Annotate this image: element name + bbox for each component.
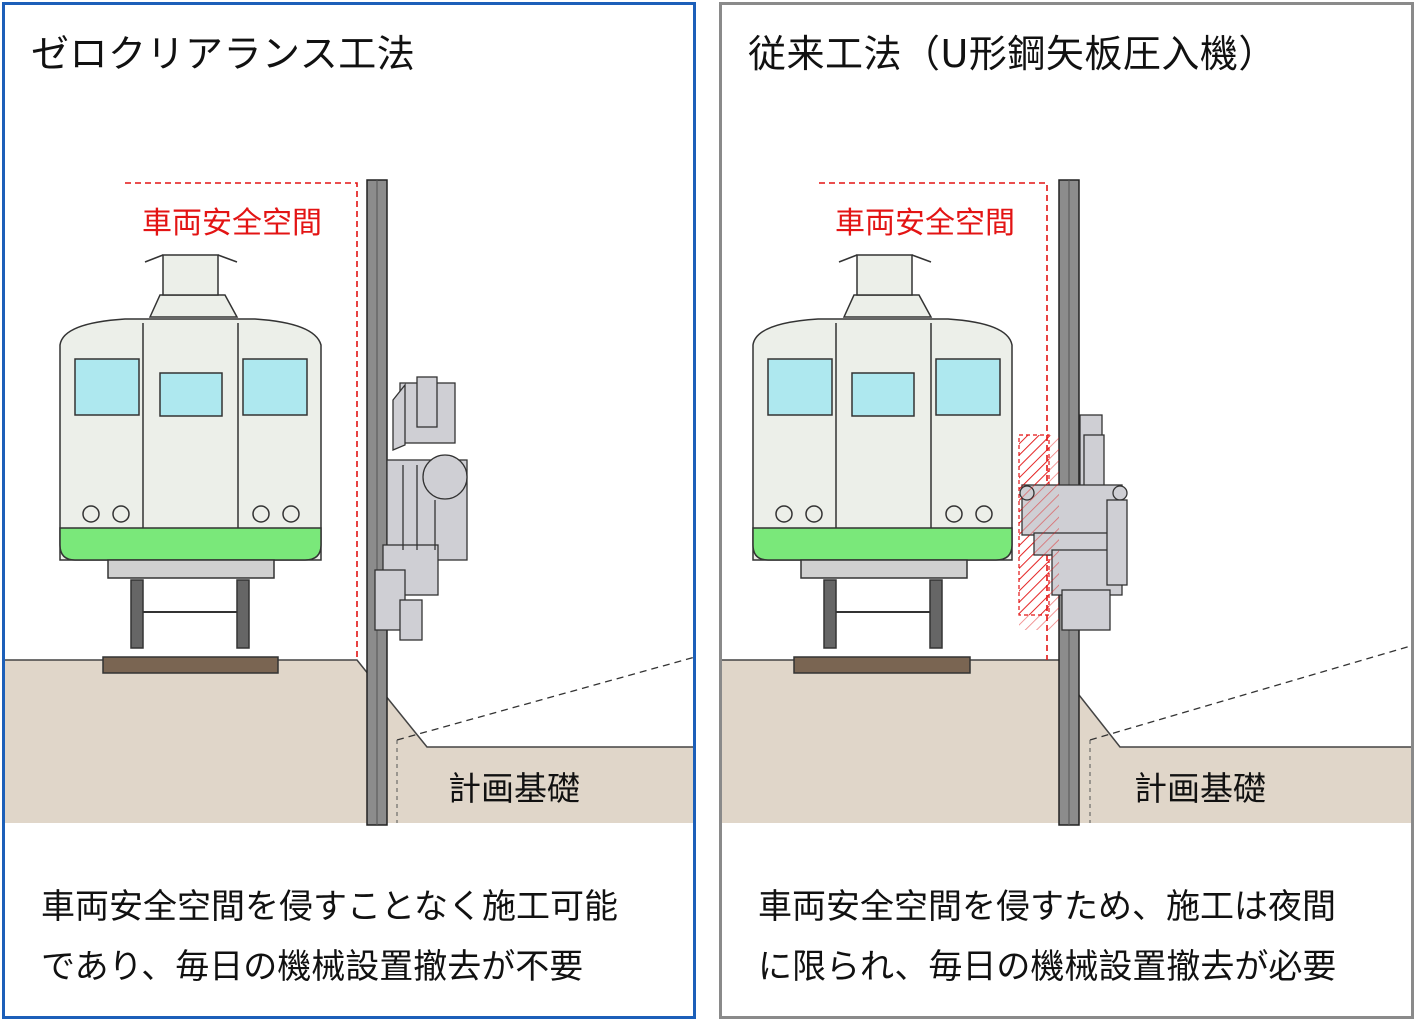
train-body [59,318,322,561]
headlight [805,505,823,523]
caption-line-2: であり、毎日の機械設置撤去が不要 [41,947,584,987]
headlight [82,505,100,523]
panel-conventional-method: 従来工法（U形鋼矢板圧入機） [719,2,1414,1019]
rail-sleeper [102,656,279,674]
safety-space-label: 車両安全空間 [142,206,322,241]
green-band [59,527,322,561]
excavation-outline [384,694,693,748]
green-band [752,527,1013,561]
caption: 車両安全空間を侵すため、施工は夜間 に限られ、毎日の機械設置撤去が必要 [758,877,1336,997]
foundation-dashed-line [1089,645,1411,741]
roof-unit [162,254,219,296]
headlight [945,505,963,523]
train-window [159,372,223,417]
headlight [282,505,300,523]
headlight [775,505,793,523]
rail-sleeper [793,656,971,674]
ground [722,660,1059,823]
zero-clearance-diagram [5,179,693,826]
train-window [935,358,1001,416]
train-window [851,372,915,417]
caption-line-1: 車両安全空間を侵すことなく施工可能 [41,887,618,927]
caption-line-1: 車両安全空間を侵すため、施工は夜間 [758,887,1336,927]
underframe [107,559,275,579]
ground-right [1079,695,1411,823]
pantograph [144,254,238,263]
headlight [252,505,270,523]
safety-space-label: 車両安全空間 [835,206,1015,241]
panel-title: 従来工法（U形鋼矢板圧入機） [748,32,1277,76]
headlight [975,505,993,523]
panel-title: ゼロクリアランス工法 [31,32,416,76]
bogie-right [929,579,943,649]
caption-line-2: に限られ、毎日の機械設置撤去が必要 [758,947,1337,987]
train [752,254,1013,674]
caption: 車両安全空間を侵すことなく施工可能 であり、毎日の機械設置撤去が不要 [41,877,618,997]
train [59,254,322,674]
conventional-method-diagram [722,179,1411,826]
panel-zero-clearance: ゼロクリアランス工法 [2,2,696,1019]
headlight [112,505,130,523]
underframe [800,559,968,579]
train-window [74,358,140,416]
bogie-right [236,579,250,649]
roof-unit [856,254,913,296]
bogie-left [130,579,144,649]
ground-right [385,695,693,823]
ground [5,660,385,823]
pantograph-base [842,294,933,318]
train-window [242,358,308,416]
foundation-label: 計画基礎 [1134,769,1266,808]
train-window [767,358,833,416]
bogie-left [823,579,837,649]
train-body [752,318,1013,561]
foundation-dashed-line [396,656,693,741]
excavation-outline [1078,694,1411,748]
pantograph [838,254,932,263]
safety-space-boundary [125,182,358,660]
pantograph-base [148,294,239,318]
foundation-label: 計画基礎 [448,769,580,808]
zero-clearance-press-machine [374,376,468,641]
